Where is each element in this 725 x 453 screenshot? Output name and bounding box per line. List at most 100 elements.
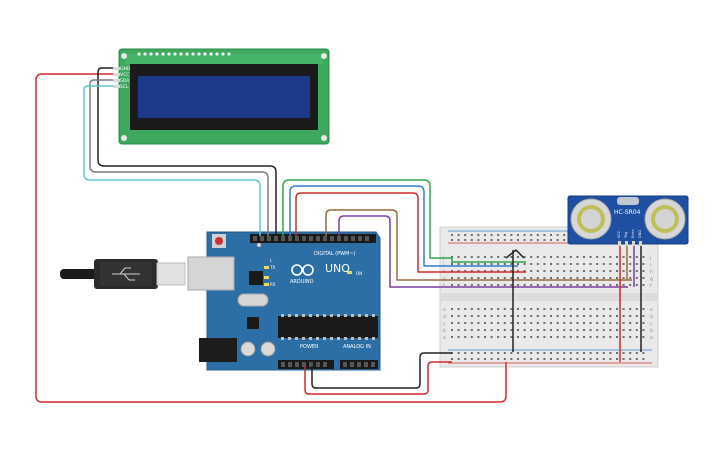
- breadboard-hole: [616, 358, 618, 360]
- breadboard-hole: [530, 284, 533, 286]
- breadboard-hole: [563, 239, 566, 241]
- breadboard-hole: [602, 284, 605, 286]
- breadboard-hole: [635, 308, 638, 310]
- breadboard-hole: [543, 329, 546, 331]
- breadboard-hole: [503, 322, 506, 324]
- usb-cable[interactable]: [60, 259, 186, 289]
- wire-lcd-scl-cyan[interactable]: [83, 85, 261, 236]
- breadboard-hole: [576, 284, 579, 286]
- breadboard-hole: [602, 308, 605, 310]
- breadboard-hole: [451, 234, 453, 236]
- breadboard-hole: [457, 270, 460, 272]
- breadboard-hole: [589, 308, 592, 310]
- breadboard-hole: [622, 322, 625, 324]
- breadboard-hole: [616, 270, 618, 272]
- breadboard-hole: [629, 263, 632, 265]
- breadboard-hole: [477, 358, 480, 360]
- breadboard-hole: [576, 270, 579, 272]
- breadboard-hole: [596, 284, 599, 286]
- breadboard-hole: [583, 329, 585, 331]
- row-letter: b: [650, 328, 653, 334]
- wire-black-bb-diag[interactable]: [505, 249, 525, 259]
- wires: [35, 67, 642, 403]
- lcd-module[interactable]: GND VCC SDA SCL: [113, 48, 330, 145]
- wire-red-5v[interactable]: [295, 192, 452, 273]
- breadboard-hole: [536, 358, 539, 360]
- breadboard-hole: [596, 263, 599, 265]
- sensor-name-label: HC-SR04: [614, 209, 641, 216]
- breadboard-hole: [629, 256, 632, 258]
- breadboard-hole: [583, 322, 585, 324]
- breadboard-hole: [530, 329, 533, 331]
- breadboard-hole: [510, 336, 513, 338]
- breadboard-hole: [477, 277, 480, 279]
- hc-sr04-ultrasonic-sensor[interactable]: HC-SR04 VCC Trig Echo GND: [567, 195, 689, 246]
- breadboard-hole: [642, 336, 645, 338]
- breadboard-hole: [530, 336, 533, 338]
- breadboard-hole: [517, 256, 519, 258]
- breadboard-hole: [457, 308, 460, 310]
- breadboard-hole: [464, 336, 467, 338]
- wire-lcd-gnd-black[interactable]: [97, 67, 277, 236]
- power-led-dot: [257, 243, 261, 247]
- breadboard[interactable]: j i h g f e d c b a j i h g f e d c b a: [439, 226, 659, 368]
- breadboard-hole: [503, 234, 506, 236]
- wire-lcd-sda-gray[interactable]: [89, 79, 269, 236]
- breadboard-hole: [470, 239, 473, 241]
- wire-brown[interactable]: [325, 209, 452, 281]
- wire-arduino-gnd-black[interactable]: [311, 352, 452, 389]
- breadboard-hole: [536, 315, 539, 317]
- wire-green[interactable]: [282, 179, 453, 263]
- breadboard-hole: [477, 263, 480, 265]
- breadboard-hole: [451, 256, 453, 258]
- breadboard-hole: [642, 263, 645, 265]
- breadboard-hole: [451, 308, 453, 310]
- breadboard-hole: [569, 358, 572, 360]
- breadboard-hole: [635, 263, 638, 265]
- breadboard-hole: [622, 256, 625, 258]
- row-letter: a: [443, 336, 446, 341]
- breadboard-hole: [490, 315, 493, 317]
- breadboard-hole: [510, 315, 513, 317]
- arduino-uno-board[interactable]: DIGITAL (PWM~) UNO ARDUINO ON TX RX L PO…: [60, 231, 381, 371]
- breadboard-hole: [635, 358, 638, 360]
- breadboard-hole: [596, 336, 599, 338]
- breadboard-hole: [517, 329, 519, 331]
- breadboard-hole: [530, 308, 533, 310]
- breadboard-hole: [629, 315, 632, 317]
- reset-button[interactable]: [215, 237, 223, 245]
- breadboard-hole: [609, 270, 612, 272]
- wire-arduino-5v-red[interactable]: [304, 361, 452, 395]
- breadboard-hole: [556, 352, 559, 354]
- wire-purple[interactable]: [338, 215, 452, 288]
- on-label: ON: [356, 271, 362, 276]
- breadboard-hole: [589, 358, 592, 360]
- breadboard-hole: [510, 234, 513, 236]
- breadboard-hole: [457, 277, 460, 279]
- breadboard-hole: [457, 329, 460, 331]
- breadboard-hole: [629, 284, 632, 286]
- row-letter: e: [650, 308, 653, 313]
- row-letter: f: [650, 283, 652, 289]
- breadboard-hole: [497, 308, 500, 310]
- breadboard-hole: [530, 270, 533, 272]
- breadboard-hole: [563, 256, 566, 258]
- wire-blue[interactable]: [289, 185, 452, 267]
- breadboard-hole: [616, 329, 618, 331]
- breadboard-hole: [523, 270, 526, 272]
- breadboard-hole: [543, 239, 546, 241]
- breadboard-hole: [543, 284, 546, 286]
- breadboard-hole: [622, 270, 625, 272]
- breadboard-hole: [616, 263, 618, 265]
- breadboard-hole: [484, 239, 486, 241]
- wire-lcd-vcc-red[interactable]: [35, 73, 507, 403]
- breadboard-hole: [510, 284, 513, 286]
- breadboard-hole: [470, 322, 473, 324]
- breadboard-hole: [563, 358, 566, 360]
- breadboard-hole: [470, 352, 473, 354]
- breadboard-hole: [523, 358, 526, 360]
- breadboard-hole: [556, 239, 559, 241]
- breadboard-hole: [596, 315, 599, 317]
- breadboard-hole: [563, 263, 566, 265]
- breadboard-hole: [510, 322, 513, 324]
